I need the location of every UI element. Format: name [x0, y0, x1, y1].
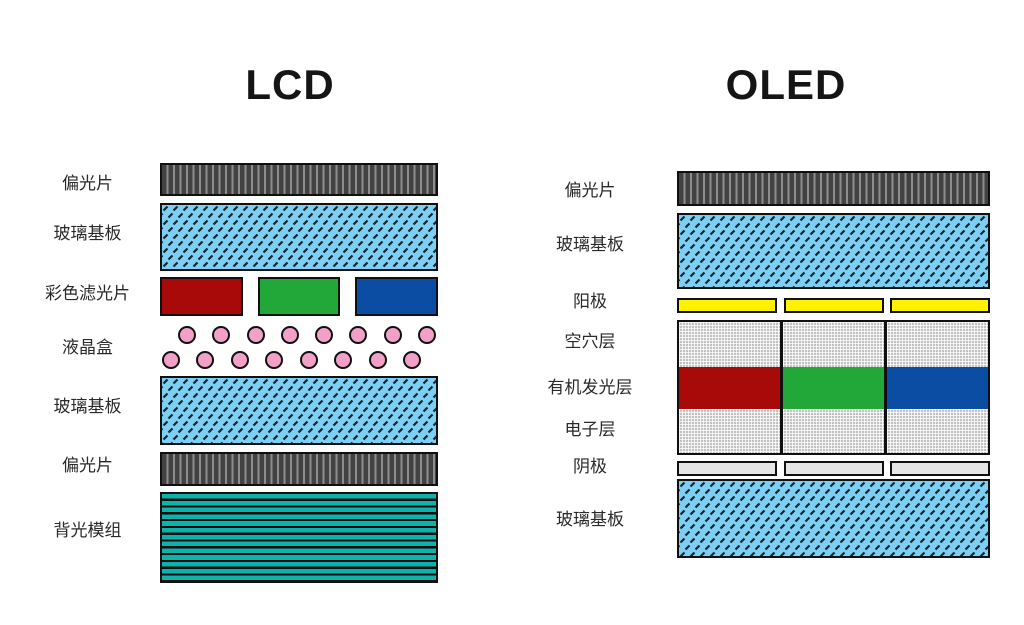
liquid-crystal-dot — [178, 326, 196, 344]
lcd-label-glass-bottom: 玻璃基板 — [53, 397, 122, 416]
lcd-glass-substrate-bottom-layer — [160, 376, 438, 445]
lcd-color-filter-red-segment — [160, 277, 243, 316]
green-emitting-band — [783, 367, 884, 409]
lcd-liquid-crystal-dot-row-2 — [162, 351, 421, 369]
lcd-title: LCD — [245, 61, 335, 108]
electron-layer-band — [783, 409, 884, 453]
oled-label-glass-top: 玻璃基板 — [556, 235, 624, 254]
liquid-crystal-dot — [402, 351, 421, 369]
oled-anode-segment — [783, 298, 884, 313]
hole-layer-band — [887, 322, 988, 367]
oled-subpixel-green — [780, 322, 884, 453]
liquid-crystal-dot — [334, 351, 353, 369]
oled-emitting-stack — [677, 320, 990, 455]
liquid-crystal-dot — [230, 351, 249, 369]
oled-glass-substrate-top-layer — [677, 213, 990, 289]
lcd-label-polarizer-bottom: 偏光片 — [62, 456, 113, 475]
lcd-label-color-filter: 彩色滤光片 — [45, 284, 130, 303]
lcd-color-filter-blue-segment — [355, 277, 438, 316]
oled-label-anode: 阳极 — [573, 292, 607, 311]
lcd-glass-substrate-top-layer — [160, 203, 438, 271]
oled-cathode-segment — [677, 461, 777, 476]
lcd-color-filter-green-segment — [258, 277, 340, 316]
lcd-label-backlight: 背光模组 — [53, 521, 122, 540]
oled-anode-segment — [677, 298, 777, 313]
oled-title: OLED — [725, 61, 847, 108]
lcd-label-polarizer-top: 偏光片 — [62, 174, 113, 193]
oled-anode-layer — [677, 298, 990, 313]
blue-emitting-band — [887, 367, 988, 409]
oled-polarizer-layer — [677, 171, 990, 206]
liquid-crystal-dot — [299, 351, 318, 369]
oled-glass-substrate-bottom-layer — [677, 479, 990, 558]
oled-label-cathode: 阴极 — [573, 457, 607, 476]
liquid-crystal-dot — [265, 351, 284, 369]
lcd-polarizer-top-layer — [160, 163, 438, 196]
oled-label-emitting-layer: 有机发光层 — [547, 378, 633, 397]
liquid-crystal-dot — [315, 326, 334, 344]
liquid-crystal-dot — [280, 326, 299, 344]
liquid-crystal-dot — [162, 351, 180, 369]
liquid-crystal-dot — [196, 351, 215, 369]
lcd-label-liquid-crystal: 液晶盒 — [62, 338, 113, 357]
liquid-crystal-dot — [417, 326, 436, 344]
oled-anode-segment — [890, 298, 990, 313]
hole-layer-band — [783, 322, 884, 367]
oled-subpixel-blue — [884, 322, 988, 453]
hole-layer-band — [679, 322, 780, 367]
lcd-liquid-crystal-dot-row-1 — [178, 326, 436, 344]
lcd-polarizer-bottom-layer — [160, 452, 438, 486]
oled-cathode-segment — [783, 461, 884, 476]
lcd-label-glass-top: 玻璃基板 — [53, 224, 122, 243]
electron-layer-band — [887, 409, 988, 453]
oled-label-polarizer: 偏光片 — [564, 181, 616, 200]
lcd-backlight-module-layer — [160, 492, 438, 583]
oled-label-hole-layer: 空穴层 — [564, 332, 616, 351]
liquid-crystal-dot — [212, 326, 231, 344]
electron-layer-band — [679, 409, 780, 453]
liquid-crystal-dot — [246, 326, 265, 344]
oled-label-glass-bottom: 玻璃基板 — [556, 510, 624, 529]
oled-cathode-segment — [890, 461, 990, 476]
oled-cathode-layer — [677, 461, 990, 476]
lcd-color-filter-layer — [160, 277, 438, 316]
liquid-crystal-dot — [368, 351, 387, 369]
liquid-crystal-dot — [383, 326, 402, 344]
liquid-crystal-dot — [349, 326, 368, 344]
oled-label-electron-layer: 电子层 — [564, 420, 616, 439]
oled-subpixel-red — [679, 322, 780, 453]
red-emitting-band — [679, 367, 780, 409]
